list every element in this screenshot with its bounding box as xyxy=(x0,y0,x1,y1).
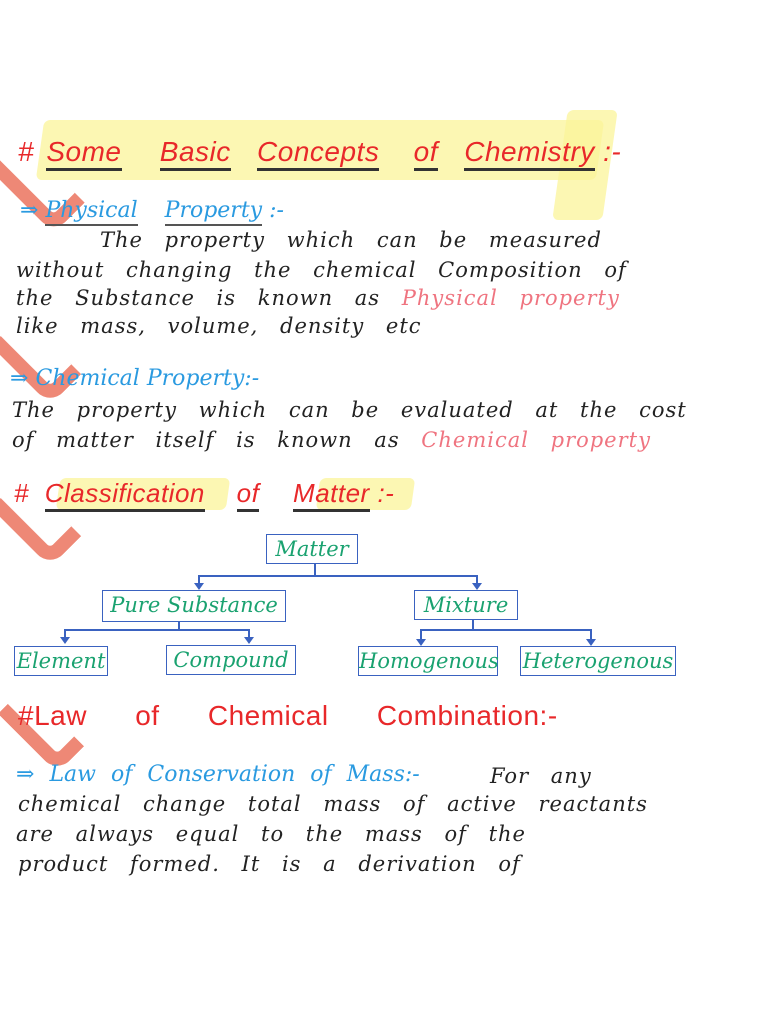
heading-word: Basic xyxy=(159,136,231,171)
connector xyxy=(314,564,316,576)
diagram-node-mixture: Mixture xyxy=(414,590,518,620)
subheading-word: Property xyxy=(164,198,263,226)
heading-word: of xyxy=(413,136,438,171)
connector xyxy=(198,575,476,577)
body-line: For any xyxy=(490,764,592,788)
section-heading-basic-concepts: # Some Basic Concepts of Chemistry :- xyxy=(18,136,622,171)
arrow-down-icon xyxy=(472,583,482,590)
connector xyxy=(64,629,250,631)
body-line: like mass, volume, density etc xyxy=(16,314,422,338)
diagram-node-compound: Compound xyxy=(166,645,296,675)
body-line: The property which can be evaluated at t… xyxy=(12,398,687,422)
subheading-suffix: :- xyxy=(269,198,284,223)
connector xyxy=(472,620,474,630)
diagram-node-homogenous: Homogenous xyxy=(358,646,499,676)
heading-suffix: :- xyxy=(603,136,622,167)
term-chemical-property: Chemical property xyxy=(421,428,651,452)
arrow-down-icon xyxy=(60,637,70,644)
arrow-down-icon xyxy=(586,639,596,646)
heading-title: Law of Chemical Combination xyxy=(34,700,540,731)
body-line: chemical change total mass of active rea… xyxy=(18,792,648,816)
arrow-down-icon xyxy=(244,637,254,644)
body-line: of matter itself is known as Chemical pr… xyxy=(12,428,651,452)
body-line: are always equal to the mass of the xyxy=(16,822,526,846)
body-line: product formed. It is a derivation of xyxy=(18,852,521,876)
heading-word: Classification xyxy=(44,478,205,512)
subheading-word: Physical xyxy=(45,198,138,226)
diagram-node-matter: Matter xyxy=(266,534,358,564)
hash-symbol: # xyxy=(14,478,29,508)
connector xyxy=(178,622,180,630)
body-line: without changing the chemical Compositio… xyxy=(16,258,627,282)
body-line: The property which can be measured xyxy=(100,228,602,252)
heading-word: Some xyxy=(46,136,122,171)
heading-suffix: :- xyxy=(539,700,558,731)
subheading-suffix: :- xyxy=(404,762,420,787)
connector xyxy=(64,629,66,641)
section-heading-law-of-chemical-combination: #Law of Chemical Combination:- xyxy=(18,700,558,732)
subheading-suffix: :- xyxy=(244,366,260,391)
arrow-icon: ⇒ xyxy=(20,198,39,223)
subheading-conservation-of-mass: ⇒ Law of Conservation of Mass:- xyxy=(16,762,420,787)
arrow-down-icon xyxy=(194,583,204,590)
subheading-title: Law of Conservation of Mass xyxy=(49,762,405,787)
diagram-node-element: Element xyxy=(14,646,108,676)
diagram-node-pure-substance: Pure Substance xyxy=(102,590,286,622)
connector xyxy=(198,575,200,587)
hash-symbol: # xyxy=(18,700,35,731)
subheading-chemical-property: ⇒ Chemical Property:- xyxy=(10,366,259,391)
subheading-physical-property: ⇒ Physical Property :- xyxy=(20,198,284,226)
connector xyxy=(420,629,592,631)
arrow-icon: ⇒ xyxy=(16,762,35,787)
section-heading-classification: # Classification of Matter :- xyxy=(14,478,395,512)
heading-suffix: :- xyxy=(377,478,395,508)
heading-word: Chemistry xyxy=(464,136,595,171)
connector xyxy=(476,575,478,587)
arrow-icon: ⇒ xyxy=(10,366,29,391)
hash-symbol: # xyxy=(18,136,35,167)
body-line: the Substance is known as Physical prope… xyxy=(16,286,620,310)
connector xyxy=(590,629,592,643)
heading-word: of xyxy=(236,478,260,512)
subheading-title: Chemical Property xyxy=(35,366,245,391)
connector xyxy=(420,629,422,643)
heading-word: Matter xyxy=(293,478,370,512)
body-text: the Substance is known as xyxy=(16,286,381,310)
diagram-node-heterogenous: Heterogenous xyxy=(520,646,676,676)
body-text: of matter itself is known as xyxy=(12,428,400,452)
connector xyxy=(248,629,250,641)
term-physical-property: Physical property xyxy=(401,286,620,310)
heading-word: Concepts xyxy=(257,136,380,171)
arrow-down-icon xyxy=(416,639,426,646)
